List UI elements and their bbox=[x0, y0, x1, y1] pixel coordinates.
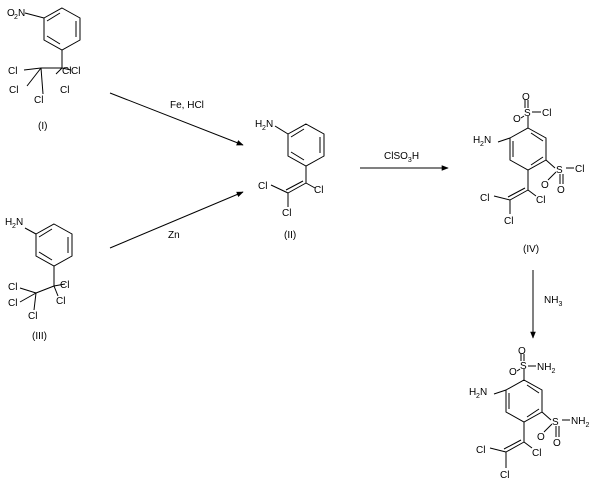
compound-label-I: (I) bbox=[38, 121, 47, 132]
amine-subscript: 2 bbox=[476, 393, 480, 400]
cl-atom: Cl bbox=[258, 181, 267, 192]
cl-atom: Cl bbox=[9, 85, 18, 96]
cl-atom: Cl bbox=[536, 195, 545, 206]
oxygen-atom: O bbox=[537, 432, 545, 443]
cl-atom: Cl bbox=[480, 193, 489, 204]
oxygen-atom: O bbox=[541, 180, 549, 191]
cl-atom: Cl bbox=[8, 298, 17, 309]
cl-atom: Cl bbox=[56, 296, 65, 307]
cl-atom: Cl bbox=[314, 185, 323, 196]
sulfonamide-nh2: NH2 bbox=[571, 416, 589, 429]
oxygen-atom: O bbox=[553, 438, 561, 449]
cl-atom: Cl bbox=[62, 66, 71, 77]
amine-h-label: H bbox=[5, 217, 12, 228]
amine-n-label: N bbox=[16, 217, 23, 228]
reaction-arrow-fe-hcl bbox=[109, 92, 244, 146]
compound-III bbox=[19, 223, 73, 311]
amine-subscript: 2 bbox=[12, 223, 16, 230]
cl-atom: Cl bbox=[60, 280, 69, 291]
compound-label-III: (III) bbox=[32, 331, 47, 342]
cl-atom: Cl bbox=[34, 95, 43, 106]
amine-n-label: N bbox=[484, 135, 491, 146]
sulfur-atom: S bbox=[556, 165, 563, 176]
sulfur-atom: S bbox=[524, 108, 531, 119]
reaction-arrow-zn bbox=[109, 191, 244, 249]
compound-label-IV: (IV) bbox=[523, 244, 539, 255]
nitro-subscript: 2 bbox=[14, 14, 18, 21]
oxygen-atom: O bbox=[557, 185, 565, 196]
cl-atom: Cl bbox=[282, 208, 291, 219]
reagent-nh3: NH3 bbox=[544, 295, 562, 308]
cl-atom: Cl bbox=[8, 282, 17, 293]
sulfonamide-nh2: NH2 bbox=[537, 362, 555, 375]
cl-atom: Cl bbox=[8, 66, 17, 77]
cl-atom: Cl bbox=[28, 311, 37, 322]
compound-label-II: (II) bbox=[284, 230, 296, 241]
amine-subscript: 2 bbox=[480, 141, 484, 148]
amine-h-label: H bbox=[469, 387, 476, 398]
oxygen-atom: O bbox=[509, 367, 517, 378]
sulfur-atom: S bbox=[552, 417, 559, 428]
nitro-oxygen-label: O bbox=[7, 8, 15, 19]
oxygen-atom: O bbox=[513, 114, 521, 125]
amine-h-label: H bbox=[255, 119, 262, 130]
compound-I bbox=[23, 7, 81, 95]
oxygen-atom: O bbox=[522, 92, 530, 103]
cl-atom: Cl bbox=[476, 445, 485, 456]
cl-atom: Cl bbox=[504, 216, 513, 227]
reagent-fe-hcl: Fe, HCl bbox=[170, 100, 204, 111]
cl-atom: Cl bbox=[60, 85, 69, 96]
amine-h-label: H bbox=[473, 135, 480, 146]
compound-IV bbox=[493, 100, 574, 214]
sulfur-atom: S bbox=[520, 361, 527, 372]
sulfonyl-cl-atom: Cl bbox=[575, 164, 584, 175]
cl-atom: Cl bbox=[71, 66, 80, 77]
amine-n-label: N bbox=[480, 387, 487, 398]
reagent-clso3h: ClSO3H bbox=[384, 151, 419, 164]
reagent-zn: Zn bbox=[168, 230, 180, 241]
cl-atom: Cl bbox=[532, 448, 541, 459]
sulfonyl-cl-atom: Cl bbox=[542, 108, 551, 119]
cl-atom: Cl bbox=[500, 470, 509, 481]
oxygen-atom: O bbox=[518, 346, 526, 357]
nitro-nitrogen-label: N bbox=[18, 8, 25, 19]
compound-II bbox=[270, 123, 325, 207]
amine-subscript: 2 bbox=[262, 125, 266, 132]
compound-V bbox=[489, 354, 570, 468]
amine-n-label: N bbox=[266, 119, 273, 130]
